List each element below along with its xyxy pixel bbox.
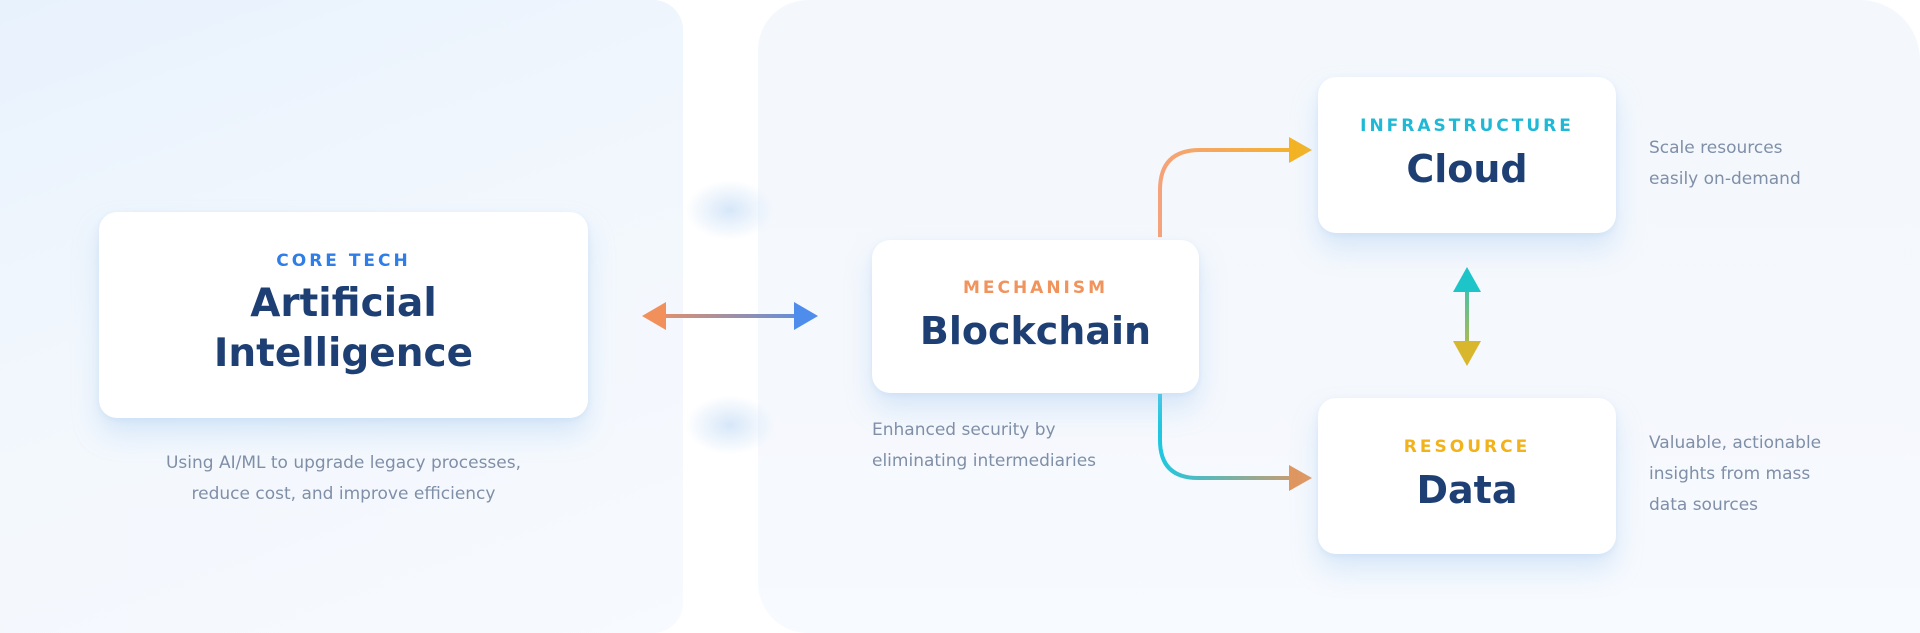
- node-description-cloud-line2: easily on-demand: [1649, 169, 1801, 189]
- node-card-cloud: INFRASTRUCTURE Cloud: [1318, 77, 1616, 233]
- arrow-blockchain-data: [1158, 394, 1312, 491]
- node-card-ai: CORE TECH Artificial Intelligence: [99, 212, 588, 418]
- arrow-blockchain-cloud: [1158, 137, 1312, 237]
- node-title-cloud: Cloud: [1406, 147, 1528, 191]
- node-description-blockchain-line1: Enhanced security by: [872, 420, 1056, 440]
- node-title-ai-line1: Artificial: [250, 281, 437, 326]
- node-title-blockchain: Blockchain: [919, 308, 1152, 353]
- node-card-data: RESOURCE Data: [1318, 398, 1616, 554]
- node-description-ai-line2: reduce cost, and improve efficiency: [191, 484, 496, 504]
- node-description-blockchain: Enhanced security by eliminating interme…: [872, 415, 1152, 477]
- arrow-ai-blockchain: [642, 302, 818, 330]
- node-description-data-line3: data sources: [1649, 495, 1759, 515]
- node-eyebrow-blockchain: MECHANISM: [962, 277, 1109, 298]
- node-eyebrow-cloud: INFRASTRUCTURE: [1360, 116, 1574, 136]
- panel-connector-top: [685, 180, 775, 240]
- node-description-data: Valuable, actionable insights from mass …: [1649, 428, 1869, 521]
- node-card-blockchain: MECHANISM Blockchain: [872, 240, 1199, 393]
- node-description-blockchain-line2: eliminating intermediaries: [872, 451, 1097, 471]
- node-description-cloud: Scale resources easily on-demand: [1649, 133, 1869, 195]
- node-description-ai-line1: Using AI/ML to upgrade legacy processes,: [165, 453, 522, 473]
- node-title-ai-line2: Intelligence: [213, 331, 474, 376]
- node-description-ai: Using AI/ML to upgrade legacy processes,…: [99, 448, 588, 510]
- node-description-data-line2: insights from mass: [1649, 464, 1811, 484]
- node-eyebrow-ai: CORE TECH: [276, 251, 411, 271]
- node-eyebrow-data: RESOURCE: [1403, 437, 1531, 457]
- panel-connector-bottom: [685, 395, 775, 455]
- arrow-cloud-data: [1453, 267, 1481, 366]
- node-description-cloud-line1: Scale resources: [1649, 138, 1783, 158]
- node-title-data: Data: [1416, 468, 1518, 512]
- node-description-data-line1: Valuable, actionable: [1649, 433, 1822, 453]
- node-title-ai: Artificial Intelligence: [214, 279, 473, 379]
